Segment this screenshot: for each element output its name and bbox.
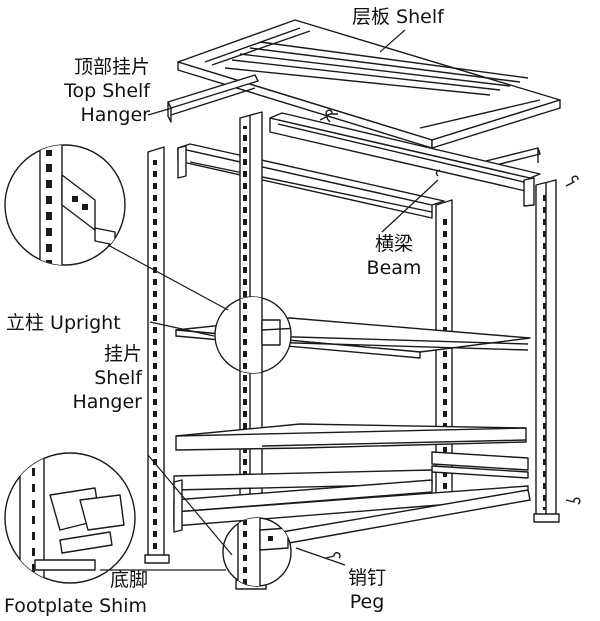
top-shelf-hanger-left xyxy=(167,74,259,123)
label-shelf: 层板 Shelf xyxy=(352,6,444,28)
detail-top-shelf-hanger xyxy=(4,144,126,266)
leader-lines xyxy=(100,29,439,571)
detail-footplate-shim xyxy=(4,452,136,584)
pegs xyxy=(319,109,581,559)
label-beam: 横梁 Beam xyxy=(366,233,422,279)
detail-peg xyxy=(222,517,292,587)
label-peg: 销钉 Peg xyxy=(347,567,386,613)
upright-left-rear xyxy=(147,146,165,561)
lower-right-beam xyxy=(431,451,529,479)
label-upright: 立柱 Upright xyxy=(6,312,121,334)
top-front-beam xyxy=(269,112,541,207)
label-top-shelf-hanger: 顶部挂片 Top Shelf Hanger xyxy=(64,56,150,126)
lower-shelf xyxy=(175,423,527,451)
label-shelf-hanger: 挂片 Shelf Hanger xyxy=(72,343,142,413)
label-footplate-cn: 底脚 xyxy=(110,569,149,591)
upright-front-right xyxy=(535,179,557,522)
label-footplate-en: Footplate Shim xyxy=(4,595,148,617)
detail-shelf-hanger xyxy=(214,296,292,374)
